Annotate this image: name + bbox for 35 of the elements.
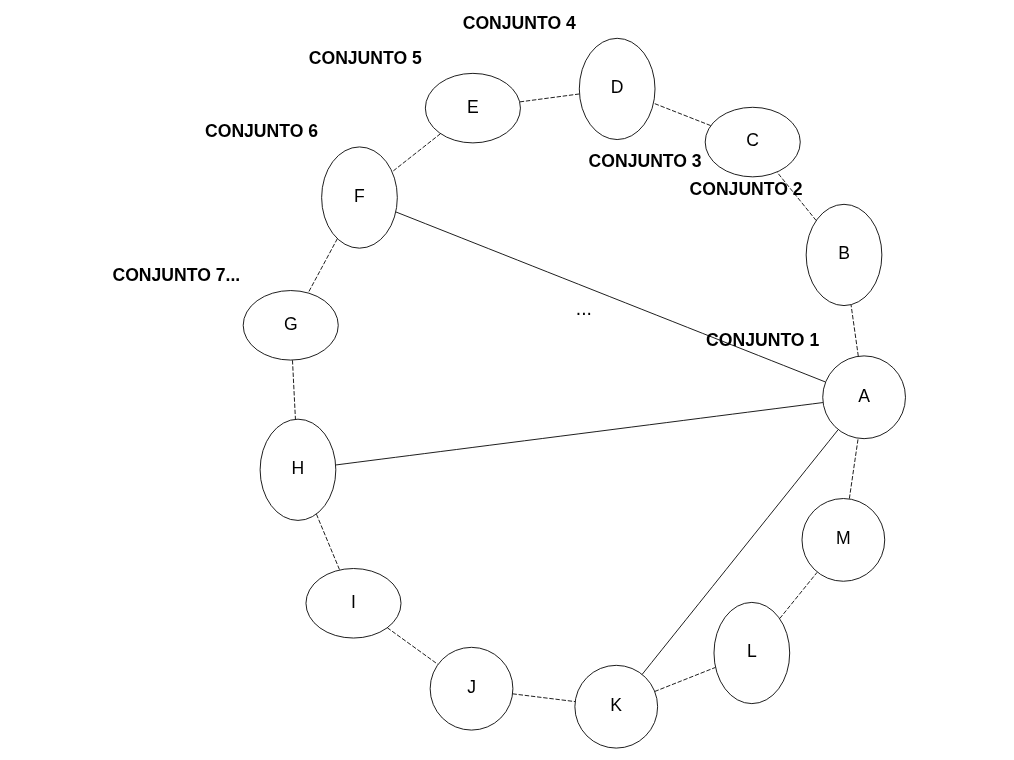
connector: [653, 102, 712, 126]
node-ellipse: D: [578, 37, 656, 140]
connector: [641, 429, 839, 675]
node-label: CONJUNTO 6: [204, 121, 319, 142]
node-ellipse: B: [805, 203, 883, 306]
connector: [779, 571, 818, 619]
connector: [292, 359, 296, 420]
connector: [386, 627, 439, 665]
node-circle: K: [574, 664, 659, 749]
connector: [776, 171, 817, 221]
connector: [848, 438, 859, 500]
node-ellipse: H: [259, 418, 337, 521]
node-circle: J: [429, 646, 514, 731]
connector: [335, 402, 824, 466]
node-label: CONJUNTO 2: [689, 178, 803, 199]
connector: [307, 238, 338, 294]
label: ...: [575, 296, 592, 319]
node-ellipse: G: [242, 290, 339, 361]
node-ellipse: L: [713, 601, 791, 705]
connector: [316, 513, 341, 571]
node-label: CONJUNTO 5: [308, 47, 422, 68]
node-ellipse: C: [704, 106, 801, 178]
node-circle: A: [822, 355, 906, 440]
connector: [850, 304, 859, 357]
node-label: CONJUNTO 4: [462, 12, 576, 33]
node-ellipse: I: [305, 568, 402, 639]
node-label: CONJUNTO 7...: [112, 264, 241, 285]
node-circle: M: [801, 498, 886, 582]
node-ellipse: E: [424, 72, 521, 144]
connector: [519, 93, 580, 103]
connector: [512, 693, 576, 703]
node-ellipse: F: [321, 146, 398, 249]
connector: [391, 133, 441, 173]
connector: [654, 667, 716, 692]
node-label: CONJUNTO 3: [588, 151, 702, 172]
